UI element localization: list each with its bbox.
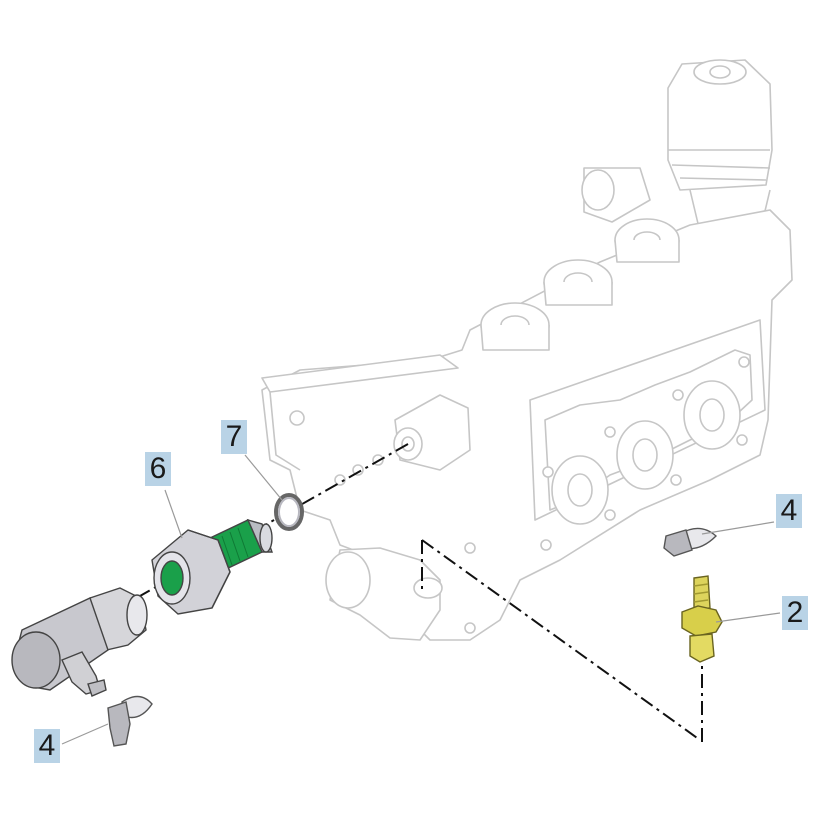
callout-leader-lines (61, 454, 781, 745)
o-ring-part-7 (274, 493, 304, 531)
callout-label-4-right: 4 (776, 494, 802, 528)
callout-label-6: 6 (145, 452, 171, 486)
pump-manifold-body (261, 59, 793, 641)
callout-label-7: 7 (221, 420, 247, 454)
callout-label-2: 2 (782, 596, 808, 630)
hose-clamp-part-4-lower (107, 695, 153, 747)
elbow-fitting (11, 587, 148, 697)
brass-hose-barb-part-2 (681, 575, 723, 663)
callout-label-4-left: 4 (34, 729, 60, 763)
adapter-fitting-part-6 (151, 518, 273, 615)
